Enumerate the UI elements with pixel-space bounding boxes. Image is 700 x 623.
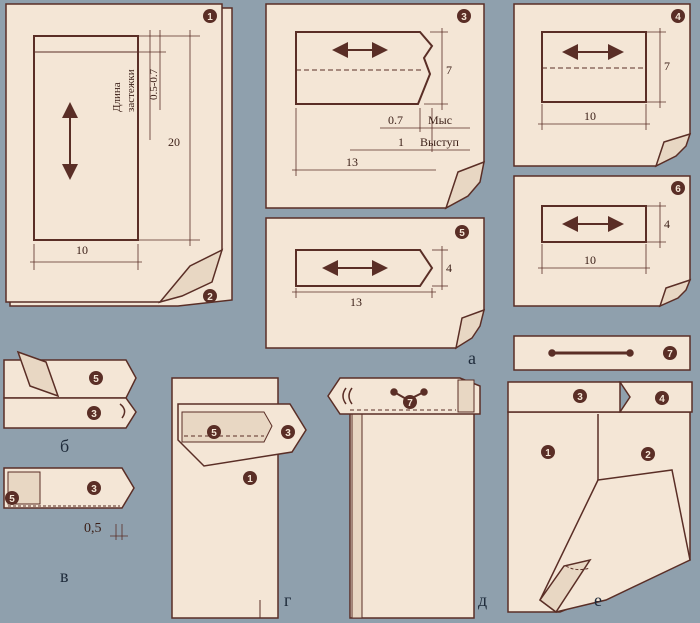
step-g-part-5: 5 xyxy=(211,428,217,439)
dim-width-5: 13 xyxy=(350,295,362,309)
label-clasp-line2: застежки xyxy=(125,69,137,112)
curl-corner-4 xyxy=(654,132,692,168)
panel-5 xyxy=(265,217,486,350)
step-b xyxy=(3,350,137,429)
dim-clasp-1: 0.5-0.7 xyxy=(148,68,160,100)
step-g xyxy=(171,377,307,619)
caption-v: в xyxy=(60,566,69,586)
curl-corner-6 xyxy=(658,278,692,308)
curl-corner-5 xyxy=(454,308,486,350)
label-cape-3: Мыс xyxy=(428,113,452,127)
caption-g: г xyxy=(284,590,291,610)
step-d xyxy=(327,377,481,619)
step-e-part-1: 1 xyxy=(545,448,551,459)
caption-d: д xyxy=(478,590,487,610)
dim-width-4: 10 xyxy=(584,109,596,123)
curl-corner-3 xyxy=(444,160,486,210)
label-protrusion-3: Выступ xyxy=(420,135,459,149)
step-v-part-3: 3 xyxy=(91,484,97,495)
step-v xyxy=(3,467,135,540)
pattern-rect-1 xyxy=(33,35,139,241)
step-g-part-3: 3 xyxy=(285,428,291,439)
step-e-part-4: 4 xyxy=(659,394,665,405)
dim-height-4: 7 xyxy=(664,59,670,73)
step-b-part-5: 5 xyxy=(93,374,99,385)
panel-4 xyxy=(513,3,692,168)
step-d-part-7: 7 xyxy=(407,398,413,409)
dim-protrusion-3: 1 xyxy=(398,135,404,149)
dim-cape-3: 0.7 xyxy=(388,113,403,127)
step-e-part-3: 3 xyxy=(577,392,583,403)
label-clasp-line1: Длина xyxy=(111,82,123,112)
panel-number-2: 2 xyxy=(207,292,213,303)
dim-height-5: 4 xyxy=(446,261,452,275)
caption-a: а xyxy=(468,348,476,368)
dim-height-6: 4 xyxy=(664,217,670,231)
step-e xyxy=(507,381,693,614)
panel-number-4: 4 xyxy=(675,12,681,23)
dim-width-1: 10 xyxy=(76,243,88,257)
step-b-part-3: 3 xyxy=(91,409,97,420)
dim-width-3: 13 xyxy=(346,155,358,169)
caption-b: б xyxy=(60,436,69,456)
panel-number-5: 5 xyxy=(459,228,465,239)
panel-number-6: 6 xyxy=(675,184,681,195)
pattern-rect-4 xyxy=(541,31,647,103)
step-e-part-2: 2 xyxy=(645,450,651,461)
step-v-dim: 0,5 xyxy=(84,521,102,536)
dim-height-3: 7 xyxy=(446,63,452,77)
caption-e: е xyxy=(594,590,602,610)
panel-number-7: 7 xyxy=(667,349,673,360)
panel-6 xyxy=(513,175,692,308)
panel-3 xyxy=(265,3,486,210)
step-v-part-5: 5 xyxy=(9,494,15,505)
panel-1 xyxy=(5,3,233,307)
panel-number-3: 3 xyxy=(461,12,467,23)
panel-7-strip xyxy=(513,335,691,371)
dim-height-1: 20 xyxy=(168,135,180,149)
curl-corner-1 xyxy=(157,248,224,304)
dim-width-6: 10 xyxy=(584,253,596,267)
step-g-part-1: 1 xyxy=(247,474,253,485)
pattern-strap-3 xyxy=(295,31,434,105)
panel-number-1: 1 xyxy=(207,12,213,23)
